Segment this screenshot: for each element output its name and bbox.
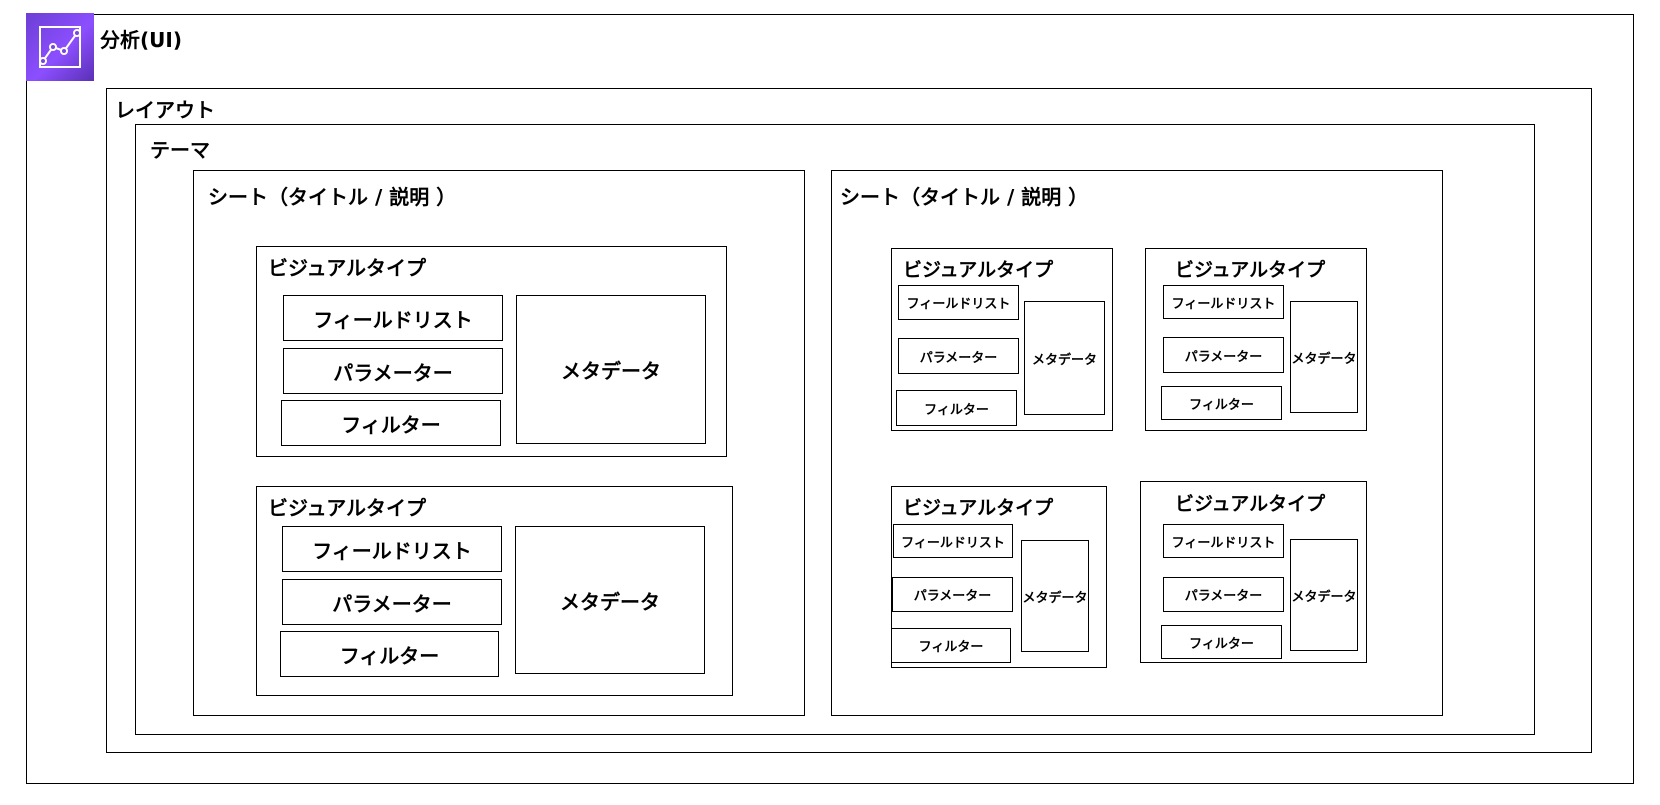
field-list-box: フィールドリスト	[1163, 285, 1284, 319]
filter-box: フィルター	[896, 390, 1017, 426]
parameter-box: パラメーター	[892, 577, 1013, 612]
field-list-box: フィールドリスト	[282, 526, 502, 572]
metadata-box: メタデータ	[1021, 540, 1089, 652]
parameter-box: パラメーター	[1163, 337, 1284, 373]
filter-box: フィルター	[891, 628, 1011, 663]
visual-type-label: ビジュアルタイプ	[903, 497, 1054, 519]
visual-type-label: ビジュアルタイプ	[1175, 259, 1326, 281]
filter-box: フィルター	[280, 631, 499, 677]
parameter-box: パラメーター	[898, 338, 1019, 374]
parameter-box: パラメーター	[282, 579, 502, 625]
parameter-box: パラメーター	[283, 348, 503, 394]
field-list-box: フィールドリスト	[1163, 524, 1284, 558]
layout-label: レイアウト	[115, 98, 215, 122]
sheet-right-label: シート（タイトル / 説明 ）	[840, 185, 1089, 209]
sheet-left-label: シート（タイトル / 説明 ）	[208, 185, 457, 209]
analysis-label: 分析(UI)	[100, 28, 182, 52]
filter-box: フィルター	[1161, 386, 1282, 420]
analytics-chart-icon	[26, 13, 94, 81]
field-list-box: フィールドリスト	[283, 295, 503, 341]
visual-type-label: ビジュアルタイプ	[1175, 493, 1326, 515]
visual-type-label: ビジュアルタイプ	[268, 256, 426, 280]
metadata-box: メタデータ	[516, 295, 706, 444]
metadata-box: メタデータ	[1290, 539, 1358, 651]
filter-box: フィルター	[1161, 625, 1282, 659]
filter-box: フィルター	[281, 400, 501, 446]
metadata-box: メタデータ	[515, 526, 705, 674]
parameter-box: パラメーター	[1163, 577, 1284, 612]
metadata-box: メタデータ	[1024, 301, 1105, 415]
field-list-box: フィールドリスト	[898, 285, 1019, 320]
visual-type-label: ビジュアルタイプ	[268, 496, 426, 520]
field-list-box: フィールドリスト	[893, 524, 1013, 558]
analytics-chart-icon-svg	[39, 26, 81, 68]
metadata-box: メタデータ	[1290, 301, 1358, 413]
visual-type-label: ビジュアルタイプ	[903, 259, 1054, 281]
theme-label: テーマ	[150, 138, 210, 162]
